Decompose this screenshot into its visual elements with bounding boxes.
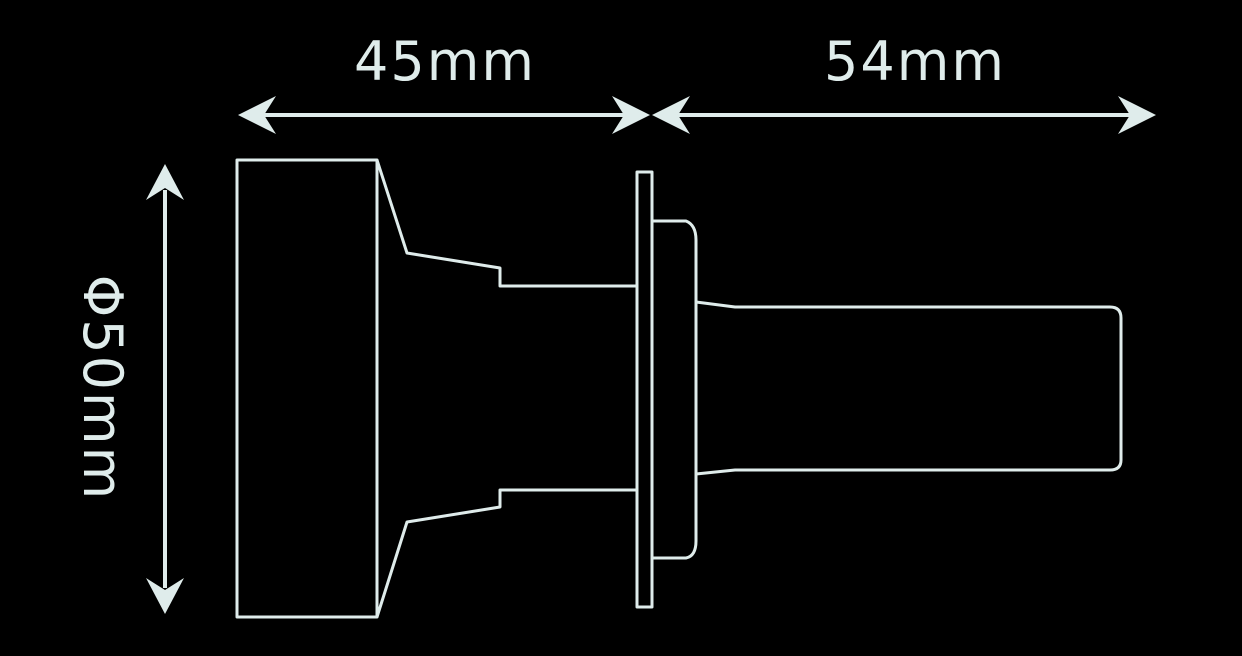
bulb-outline [235, 158, 1123, 619]
heat-sink-body [235, 158, 379, 619]
length-tail-label: 54mm [824, 30, 1006, 93]
length-base-arrow [238, 96, 650, 134]
length-tail-arrow [652, 96, 1156, 134]
flange-plate [635, 170, 654, 609]
diameter-arrow [146, 164, 184, 614]
neck-bottom [375, 488, 636, 618]
neck-top [375, 159, 636, 288]
length-base-label: 45mm [354, 30, 536, 93]
locking-collar [652, 219, 698, 560]
diameter-label: Φ50mm [71, 275, 134, 501]
led-tail [695, 300, 1123, 476]
